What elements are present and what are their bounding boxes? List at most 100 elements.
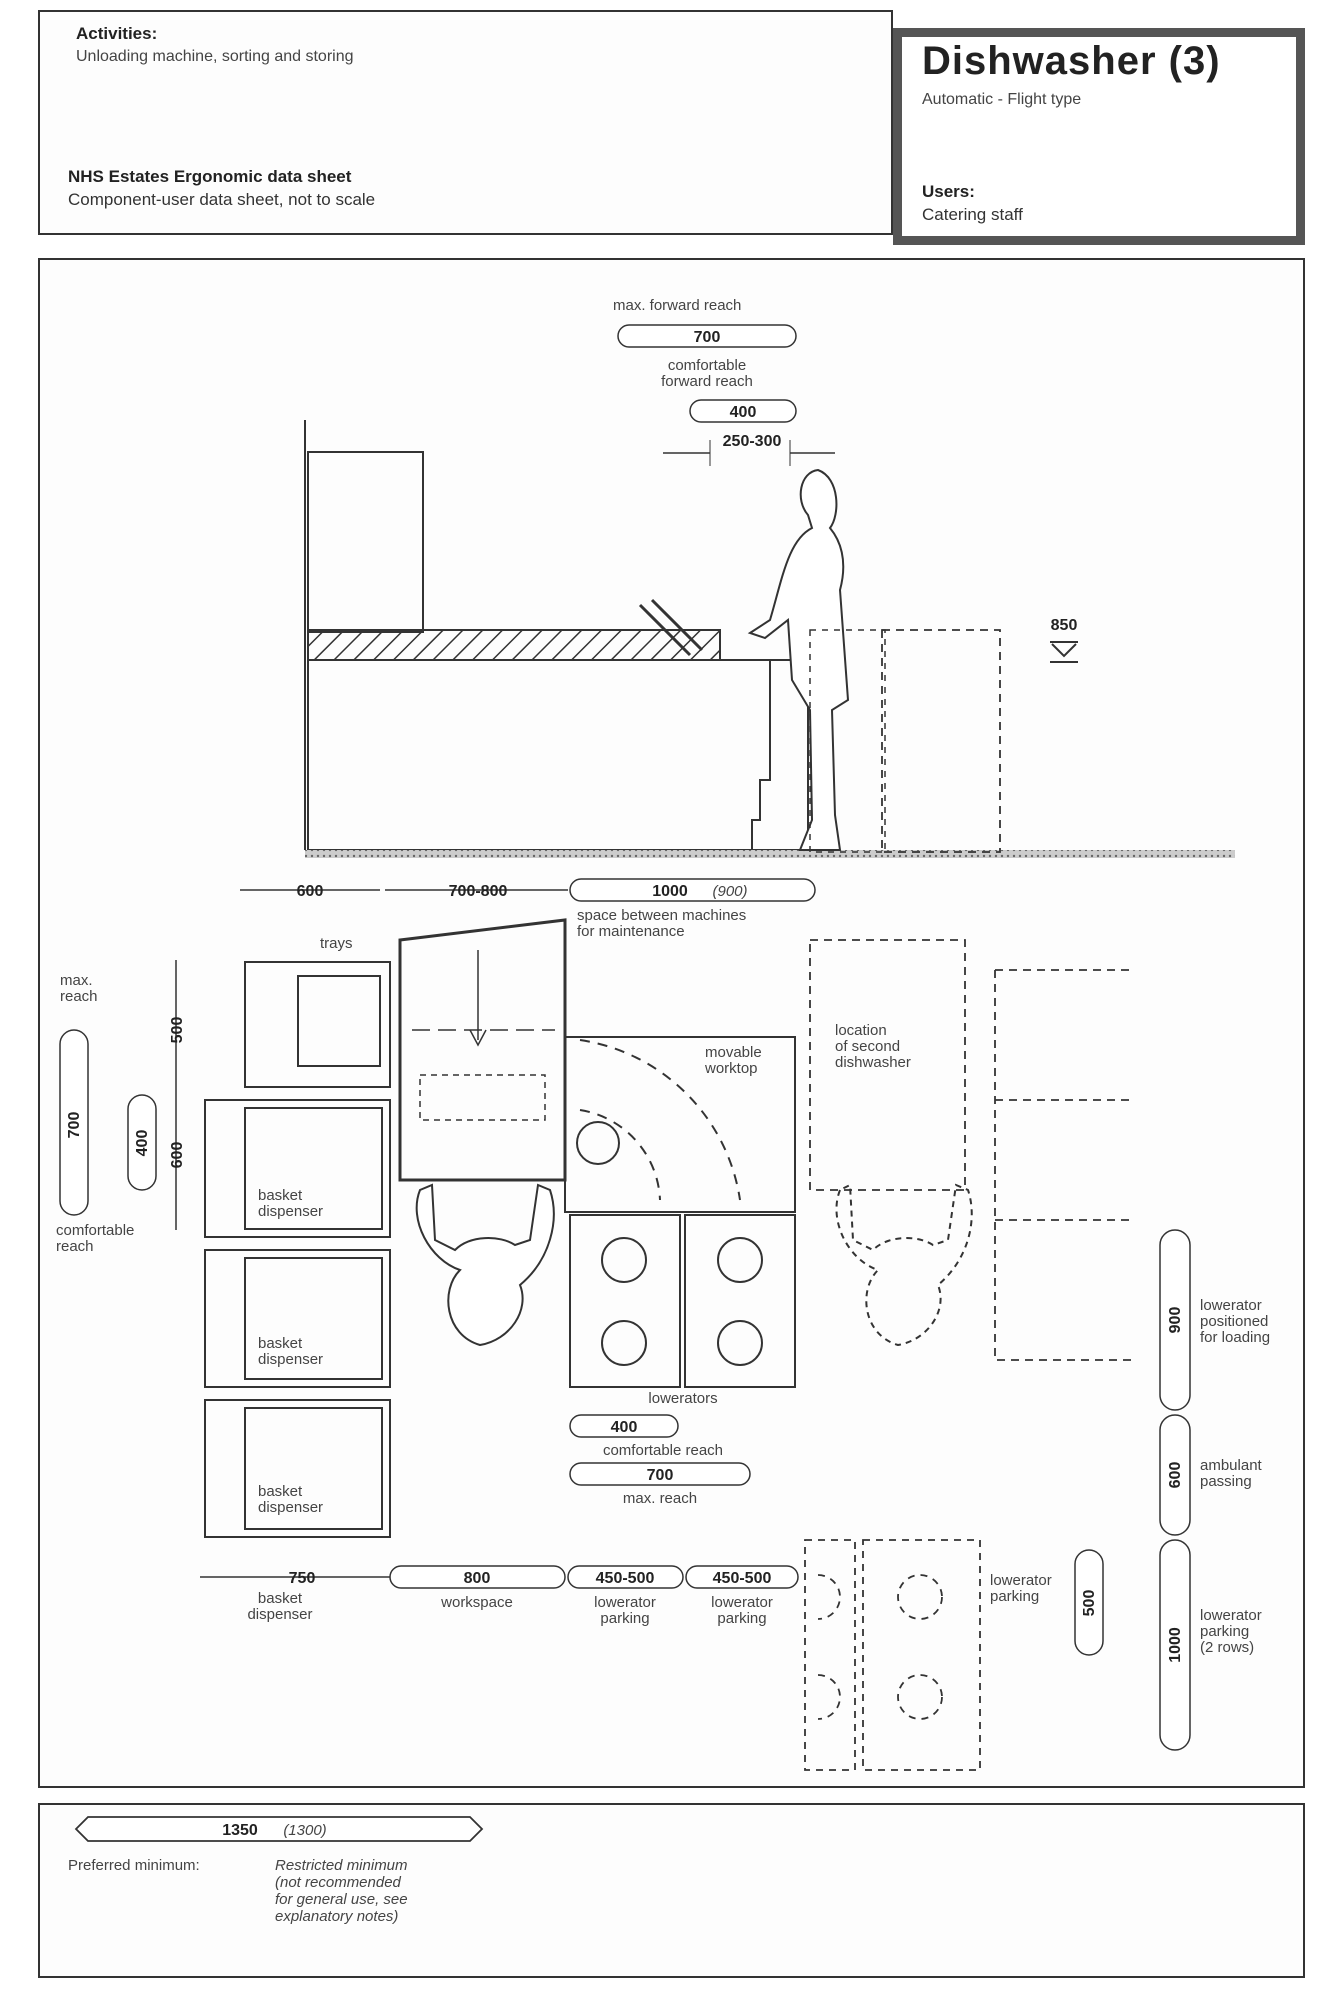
b450b-pill [685,1565,799,1589]
v-500: 500 [169,1017,186,1044]
b800-pill [389,1565,566,1589]
lp-label-2: parking [990,1588,1039,1605]
lowerator-2 [684,1214,796,1388]
trays-unit [244,961,391,1088]
space-label-2: for maintenance [577,923,685,940]
lowerator-1 [569,1214,681,1388]
outlet-rack [419,1074,546,1121]
r900-label-3: for loading [1200,1329,1270,1346]
lowerator-1-top [601,1237,647,1283]
r1000-label-3: (2 rows) [1200,1639,1254,1656]
lp-pill [1074,1549,1104,1656]
restricted-3: for general use, see [275,1891,408,1908]
r600-pill [1159,1414,1191,1536]
lowerator-2-top [717,1237,763,1283]
lowerator-1-bottom [601,1320,647,1366]
b450b-value: 450-500 [713,1570,772,1587]
preferred-minimum: Preferred minimum: [68,1857,200,1874]
b450a-pill [567,1565,684,1589]
diagram-svg: max. forward reach 700 comfortable forwa… [56,297,1270,1771]
basket-2-label-1: basket [258,1335,303,1352]
diagram-panel: max. forward reach 700 comfortable forwa… [38,258,1305,1788]
trays-inner [297,975,381,1067]
height-value: 850 [1051,617,1078,634]
second-dishwasher-outline [809,939,966,1191]
r900-label-1: lowerator [1200,1297,1262,1314]
cr-label: comfortable reach [603,1442,723,1459]
basket-1-label-1: basket [258,1187,303,1204]
max-reach-label-1: max. [60,972,93,989]
basket-1-label-2: dispenser [258,1203,323,1220]
footer-value: 1350 [222,1822,258,1839]
mr-value: 700 [647,1467,674,1484]
b450a-label-2: parking [600,1610,649,1627]
movable-label-2: worktop [704,1060,758,1077]
comfortable-forward-reach-label-2: forward reach [661,373,753,390]
basket-dispenser-2: basket dispenser [204,1249,391,1388]
dim-1000-alt: (900) [712,883,747,900]
second-label-1: location [835,1022,887,1039]
restricted-2: (not recommended [275,1874,402,1891]
sheet-subtitle: Automatic - Flight type [922,91,1082,108]
users-text: Catering staff [922,205,1023,224]
dim-1000-pill [569,878,816,902]
worktop-circle [576,1121,620,1165]
r900-pill [1159,1229,1191,1411]
height-dim-symbol [1050,641,1078,663]
elevation-view: max. forward reach 700 comfortable forwa… [304,297,1235,858]
restricted-4: explanatory notes) [275,1908,398,1925]
operator-top-view [415,1183,555,1347]
basket-3-label-1: basket [258,1483,303,1500]
comfortable-reach-label-2: reach [56,1238,94,1255]
r600-label-1: ambulant [1200,1457,1263,1474]
sheet-title: Dishwasher (3) [922,39,1221,83]
v-400: 400 [134,1130,151,1157]
comfortable-reach-pill [127,1094,157,1191]
r900-value: 900 [1167,1307,1184,1334]
second-area-dashed-lines [994,969,1135,1361]
basket-dispenser-1: basket dispenser [204,1099,391,1238]
machine-outlet [398,918,567,1182]
restricted-1: Restricted minimum [275,1857,408,1874]
floor-line [305,850,1235,858]
b450b-label-2: parking [717,1610,766,1627]
outlet-arrowhead [469,1029,487,1047]
b750-value: 750 [289,1570,316,1587]
b800-value: 800 [464,1570,491,1587]
machine-base [307,659,809,851]
activities-heading: Activities: [76,24,158,43]
r1000-label-1: lowerator [1200,1607,1262,1624]
footer-panel: 1350 (1300) Preferred minimum: Restricte… [38,1803,1305,1978]
trays-label: trays [320,935,353,952]
dim-1000: 1000 [652,883,688,900]
cr-value: 400 [611,1419,638,1436]
max-reach-label-2: reach [60,988,98,1005]
mr-label: max. reach [623,1490,697,1507]
base-step [751,660,771,850]
rack-handle-2 [650,598,704,652]
header-activities-panel: Activities: Unloading machine, sorting a… [38,10,893,235]
b750-label-2: dispenser [247,1606,312,1623]
mr-pill [569,1462,751,1486]
header-title-panel: Dishwasher (3) Automatic - Flight type U… [893,28,1305,245]
parked-lowerators [804,1539,981,1771]
b800-label: workspace [440,1594,513,1611]
dim-600: 600 [297,883,324,900]
rack-handle-1 [638,603,692,657]
cr-pill [569,1414,679,1438]
r1000-value: 1000 [1167,1627,1184,1663]
b450a-label-1: lowerator [594,1594,656,1611]
trolley-outline [881,629,1001,853]
standing-person-figure [747,468,850,851]
second-label-2: of second [835,1038,900,1055]
r1000-label-2: parking [1200,1623,1249,1640]
second-label-3: dishwasher [835,1054,911,1071]
machine-worktop [307,629,721,661]
r1000-pill [1159,1539,1191,1751]
machine-upper-unit [307,451,424,633]
lowerators-label: lowerators [648,1390,717,1407]
dim-700-800: 700-800 [449,883,508,900]
movable-worktop [564,1036,796,1213]
r600-label-2: passing [1200,1473,1252,1490]
footer-value-alt: (1300) [283,1822,326,1839]
